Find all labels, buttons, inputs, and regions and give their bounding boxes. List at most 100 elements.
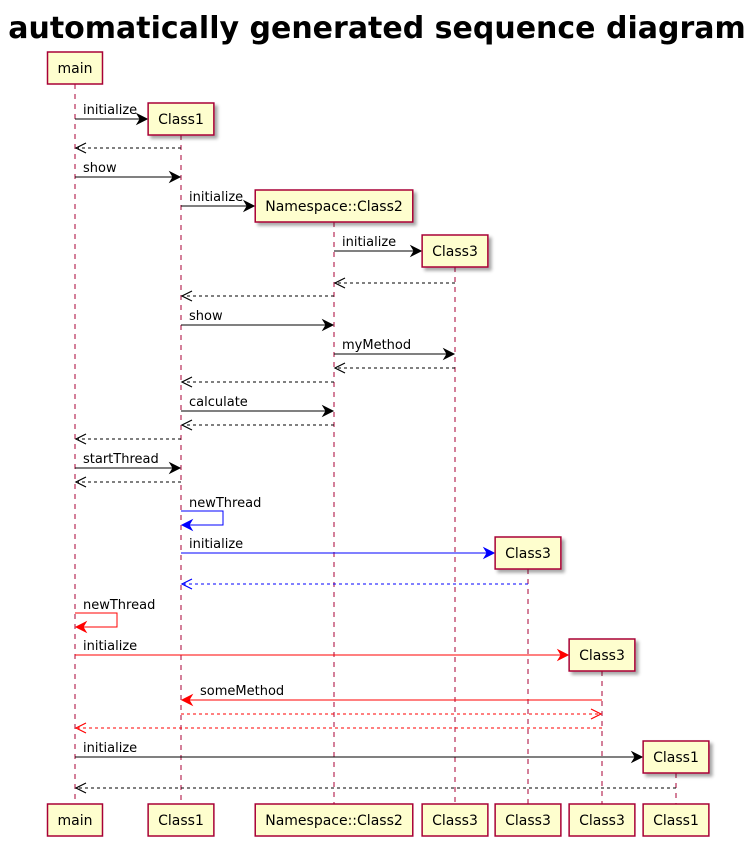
- participant-top-class1: Class1: [147, 102, 215, 136]
- message-12: [180, 419, 334, 431]
- participant-box: [568, 803, 636, 837]
- message-label: startThread: [83, 452, 159, 467]
- message-10: [180, 376, 334, 388]
- participant-box: [421, 803, 489, 837]
- arrow-head: [135, 112, 149, 126]
- arrow-head: [333, 277, 346, 289]
- message-16: newThread: [180, 496, 261, 532]
- participant-bottom-class1: Class1: [147, 803, 215, 837]
- participant-label: main: [58, 61, 93, 77]
- participant-label: Namespace::Class2: [265, 813, 403, 829]
- participant-box: [147, 102, 215, 136]
- messages: initialize show initialize initialize show my…: [74, 103, 676, 794]
- message-14: startThread: [75, 452, 182, 475]
- participant-bottom-ns_class2: Namespace::Class2: [254, 803, 414, 837]
- arrow-head: [180, 518, 194, 532]
- arrow-head: [590, 708, 603, 720]
- message-4: initialize: [334, 235, 423, 258]
- arrow-head: [556, 648, 570, 662]
- message-23: [74, 722, 602, 734]
- message-label: newThread: [83, 598, 155, 613]
- participant-bottom-class3_c: Class3: [568, 803, 636, 837]
- message-label: someMethod: [200, 684, 284, 699]
- arrow-head: [74, 782, 87, 794]
- message-22: [181, 708, 603, 720]
- message-label: initialize: [189, 537, 243, 552]
- arrow-head: [74, 142, 87, 154]
- participant-label: Class3: [432, 813, 478, 829]
- message-label: calculate: [189, 395, 248, 410]
- message-5: [333, 277, 455, 289]
- arrow-head: [442, 347, 456, 361]
- arrow-head: [321, 404, 335, 418]
- diagram-title: automatically generated sequence diagram: [8, 11, 746, 46]
- message-1: [74, 142, 181, 154]
- participant-label: Class1: [653, 750, 699, 766]
- arrow-head: [74, 476, 87, 488]
- participant-label: Class3: [505, 813, 551, 829]
- message-25: [74, 782, 676, 794]
- participant-top-ns_class2: Namespace::Class2: [254, 189, 414, 223]
- message-2: show: [75, 161, 182, 184]
- participant-label: Class3: [432, 244, 478, 260]
- message-label: initialize: [342, 235, 396, 250]
- participant-box: [46, 51, 104, 85]
- participant-box: [642, 740, 710, 774]
- arrow-head: [321, 318, 335, 332]
- message-20: initialize: [75, 639, 570, 662]
- message-19: newThread: [74, 598, 155, 634]
- participants: mainmainClass1Class1Namespace::Class2Nam…: [46, 51, 710, 837]
- message-label: show: [83, 161, 117, 176]
- arrow-head: [74, 433, 87, 445]
- participant-bottom-class3_a: Class3: [421, 803, 489, 837]
- lifelines: [74, 84, 677, 804]
- participant-label: Class3: [579, 813, 625, 829]
- participant-box: [254, 803, 414, 837]
- arrow-head: [180, 693, 194, 707]
- arrow-head: [630, 750, 644, 764]
- message-label: initialize: [83, 103, 137, 118]
- arrow-head: [168, 170, 182, 184]
- participant-top-class3_b: Class3: [494, 536, 562, 570]
- participant-top-class3_c: Class3: [568, 638, 636, 672]
- participant-box: [421, 234, 489, 268]
- participant-label: Class3: [579, 648, 625, 664]
- participant-bottom-class3_b: Class3: [494, 803, 562, 837]
- participant-top-main: main: [46, 51, 104, 85]
- participant-label: Class1: [653, 813, 699, 829]
- message-11: calculate: [181, 395, 335, 418]
- arrow-head: [168, 461, 182, 475]
- arrow-head: [180, 290, 193, 302]
- message-label: newThread: [189, 496, 261, 511]
- participant-label: Class1: [158, 112, 204, 128]
- arrow-head: [180, 376, 193, 388]
- message-17: initialize: [181, 537, 496, 560]
- message-label: initialize: [189, 190, 243, 205]
- message-24: initialize: [75, 741, 644, 764]
- participant-box: [494, 803, 562, 837]
- self-message-line: [181, 510, 224, 526]
- message-label: initialize: [83, 639, 137, 654]
- participant-box: [254, 189, 414, 223]
- participant-label: Class1: [158, 813, 204, 829]
- participant-box: [46, 803, 104, 837]
- message-21: someMethod: [180, 684, 602, 707]
- message-label: show: [189, 309, 223, 324]
- message-13: [74, 433, 181, 445]
- message-6: [180, 290, 334, 302]
- participant-top-class3_a: Class3: [421, 234, 489, 268]
- message-3: initialize: [181, 190, 256, 213]
- arrow-head: [180, 578, 193, 590]
- participant-box: [568, 638, 636, 672]
- message-7: show: [181, 309, 335, 332]
- participant-box: [494, 536, 562, 570]
- participant-bottom-main: main: [46, 803, 104, 837]
- arrow-head: [409, 244, 423, 258]
- participant-box: [147, 803, 215, 837]
- participant-top-class1_b: Class1: [642, 740, 710, 774]
- participant-box: [642, 803, 710, 837]
- arrow-head: [482, 546, 496, 560]
- message-0: initialize: [75, 103, 149, 126]
- message-8: myMethod: [334, 338, 456, 361]
